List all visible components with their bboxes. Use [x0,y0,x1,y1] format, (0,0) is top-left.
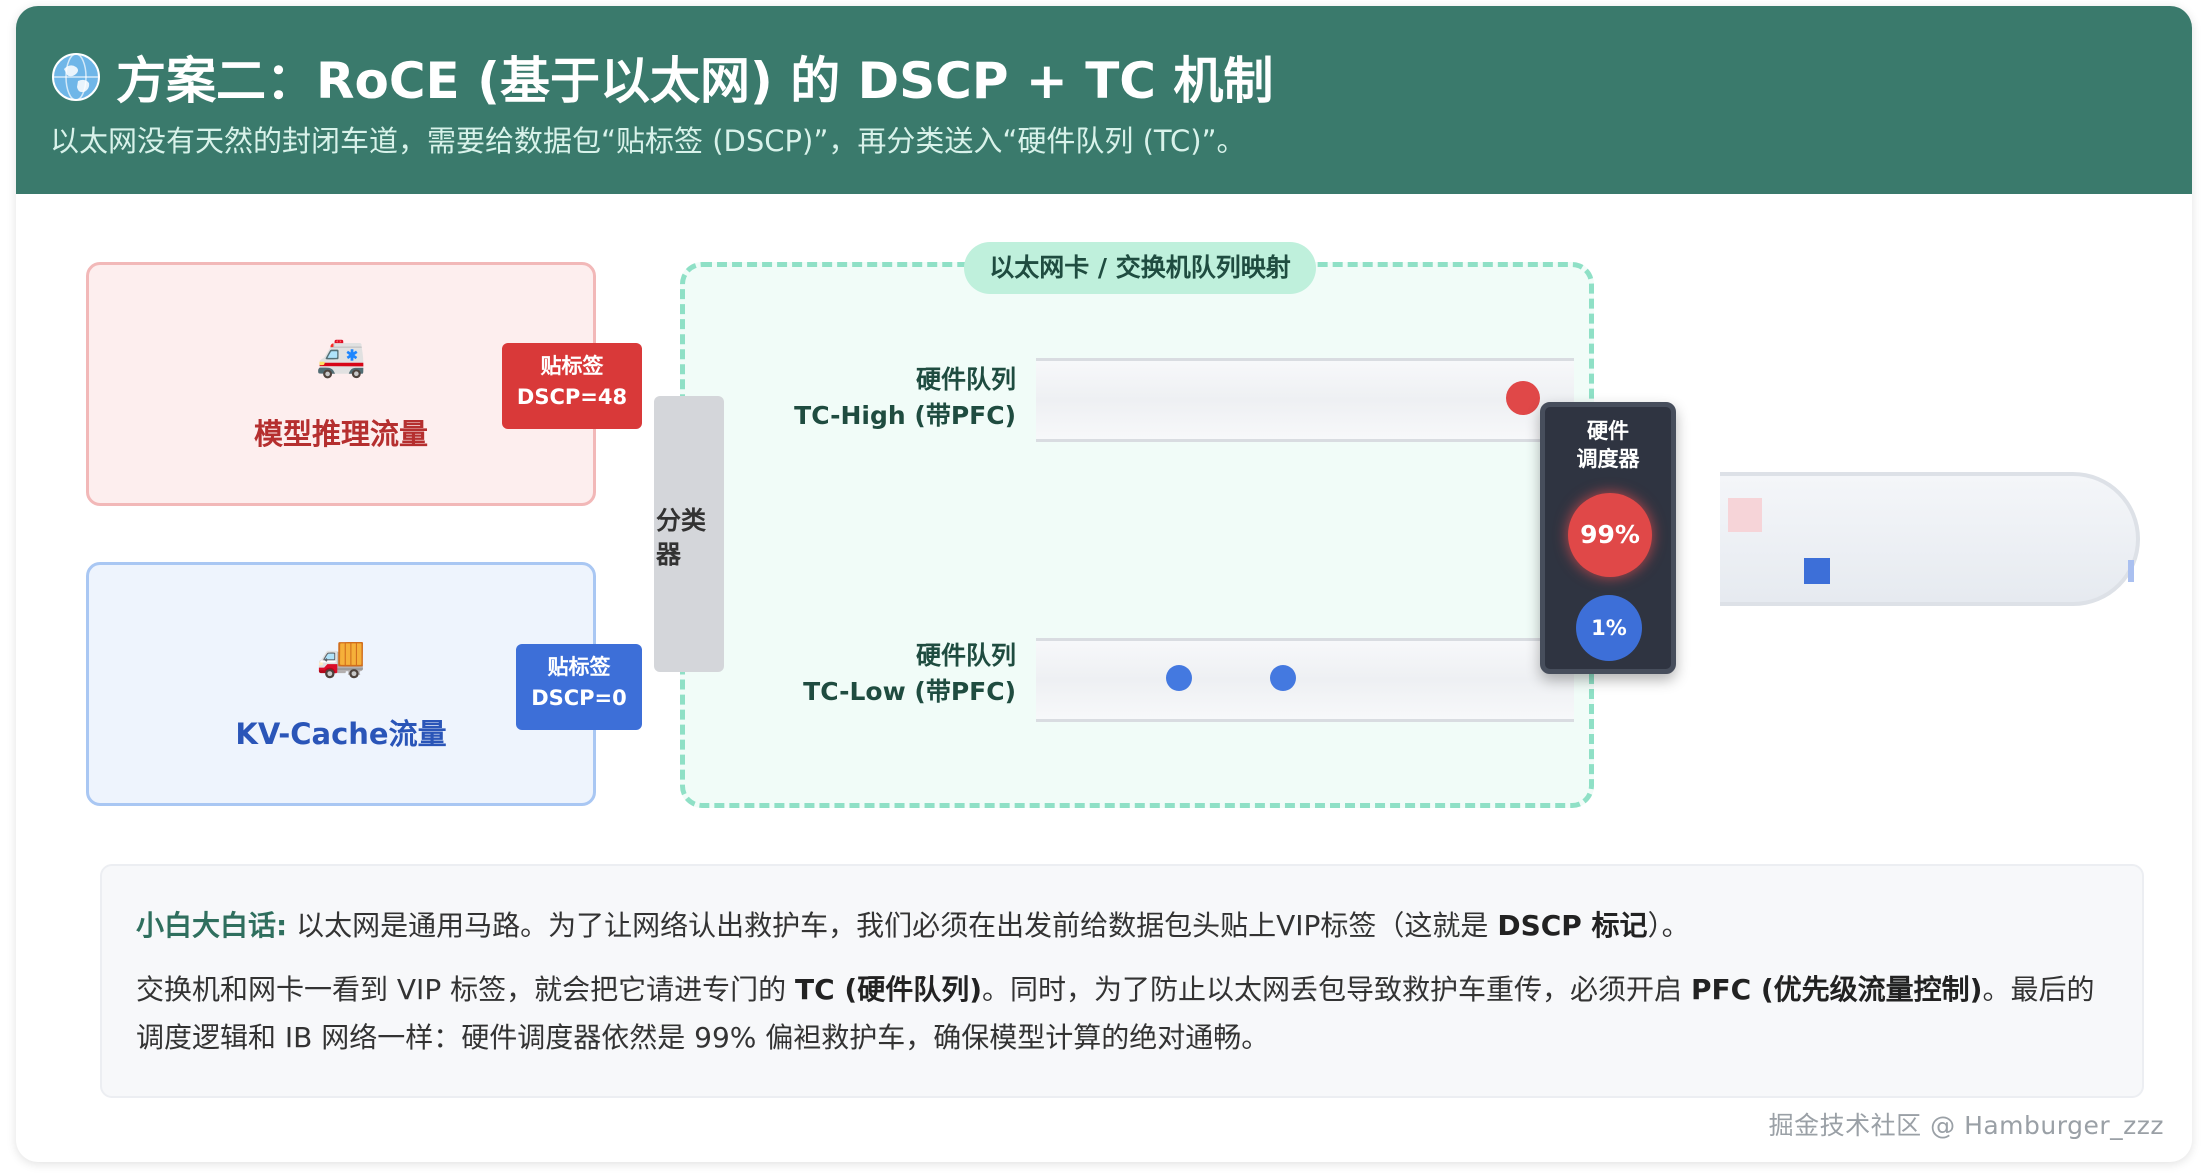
note-text: 以太网是通用马路。为了让网络认出救护车，我们必须在出发前给数据包头贴上VIP标签… [296,909,1489,942]
scheduler-title-line2: 调度器 [1576,447,1640,471]
kvcache-traffic-label: KV-Cache流量 [235,717,447,751]
dscp48-tag: 贴标签 DSCP=48 [502,343,642,429]
note-text: 。最后的调度逻辑和 IB 网络一样：硬件调度器依然是 99% 偏袒救护车，确保模… [136,973,2095,1054]
outgoing-high-packet [1728,498,1762,532]
truck-icon: 🚚 [316,634,366,680]
note-paragraph-2: 交换机和网卡一看到 VIP 标签，就会把它请进专门的 TC (硬件队列)。同时，… [136,966,2108,1062]
note-emphasis: TC (硬件队列) [795,973,983,1006]
hardware-scheduler: 硬件 调度器 99% 1% [1540,402,1676,674]
high-priority-packet [1506,381,1540,415]
diagram-card: 方案二：RoCE (基于以太网) 的 DSCP + TC 机制 以太网没有天然的… [16,6,2192,1162]
note-lead: 小白大白话: [136,909,288,942]
page-subtitle: 以太网没有天然的封闭车道，需要给数据包“贴标签 (DSCP)”，再分类送入“硬件… [50,124,1246,158]
title-text: 方案二：RoCE (基于以太网) 的 DSCP + TC 机制 [116,52,1274,110]
note-text: 。同时，为了防止以太网丢包导致救护车重传，必须开启 [982,973,1683,1006]
inference-traffic-label: 模型推理流量 [253,417,428,451]
outgoing-packet-edge [2128,560,2134,582]
note-emphasis: DSCP 标记 [1497,909,1648,942]
classifier-block: 分类器 [654,396,724,672]
note-text: 交换机和网卡一看到 VIP 标签，就会把它请进专门的 [136,973,787,1006]
header-banner: 方案二：RoCE (基于以太网) 的 DSCP + TC 机制 以太网没有天然的… [16,6,2192,194]
dscp48-tag-value: DSCP=48 [516,385,628,409]
tc-low-label: 硬件队列 TC-Low (带PFC) [776,638,1016,710]
tc-high-label-line1: 硬件队列 [915,365,1016,394]
dscp0-tag-value: DSCP=0 [531,686,627,710]
dscp0-tag: 贴标签 DSCP=0 [516,644,642,730]
output-link-pipe [1720,472,2140,606]
tc-high-label-line2: TC-High (带PFC) [794,401,1016,430]
outgoing-low-packet [1804,558,1830,584]
nic-switch-mapping-area [680,262,1594,808]
tc-low-label-line2: TC-Low (带PFC) [803,677,1016,706]
watermark: 掘金技术社区 @ Hamburger_zzz [1768,1111,2164,1140]
kvcache-traffic-source: 🚚 KV-Cache流量 [86,562,596,806]
ambulance-icon: 🚑 [316,334,366,380]
explanation-note: 小白大白话: 以太网是通用马路。为了让网络认出救护车，我们必须在出发前给数据包头… [100,864,2144,1098]
scheduler-title: 硬件 调度器 [1545,417,1671,473]
page-title: 方案二：RoCE (基于以太网) 的 DSCP + TC 机制 [50,42,1273,112]
note-text: ）。 [1647,909,1690,942]
tc-low-queue [1036,638,1574,722]
low-priority-packet [1270,665,1296,691]
note-emphasis: PFC (优先级流量控制) [1690,973,1983,1006]
scheduler-title-line1: 硬件 [1587,419,1629,443]
globe-icon [52,53,100,101]
dscp0-tag-title: 贴标签 [547,655,611,679]
tc-high-queue [1036,358,1574,442]
tc-high-label: 硬件队列 TC-High (带PFC) [776,362,1016,434]
low-priority-packet [1166,665,1192,691]
tc-low-label-line1: 硬件队列 [915,641,1016,670]
dscp48-tag-title: 贴标签 [540,354,604,378]
low-share-badge: 1% [1576,595,1642,661]
nic-mapping-title: 以太网卡 / 交换机队列映射 [964,242,1316,294]
note-paragraph-1: 小白大白话: 以太网是通用马路。为了让网络认出救护车，我们必须在出发前给数据包头… [136,902,2108,950]
high-share-badge: 99% [1568,493,1652,577]
